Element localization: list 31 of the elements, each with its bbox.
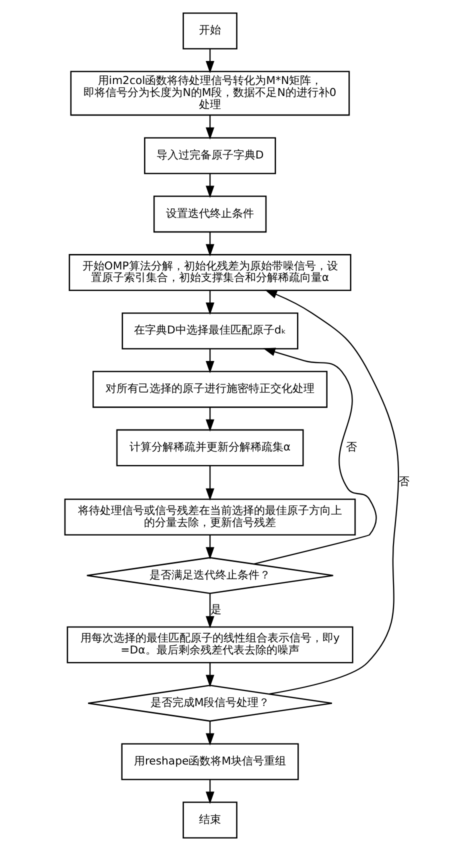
- arrow: [253, 348, 376, 564]
- edge-label: 否: [346, 440, 357, 454]
- arrow: [205, 115, 214, 140]
- arrow: [205, 49, 214, 74]
- node-box: 开始OMP算法分解，初始化残差为原始带噪信号，设置原子索引集合，初始支撑集合和分解稀疏向量α: [68, 254, 351, 291]
- arrow: [264, 290, 398, 695]
- arrow: [205, 290, 214, 315]
- arrow: [205, 174, 214, 198]
- arrow: [205, 594, 214, 628]
- arrow: [205, 780, 214, 804]
- arrow: [205, 407, 214, 432]
- arrow: [205, 535, 214, 560]
- node-box: 用每次选择的最佳匹配原子的线性组合表示信号，即y=Dα。最后剩余残差代表去除的噪声: [66, 626, 353, 664]
- node-box: 计算分解稀疏并更新分解稀疏集α: [116, 429, 304, 466]
- node-box: 将待处理信号或信号残差在当前选择的最佳原子方向上的分量去除，更新信号残差: [64, 498, 356, 536]
- arrow: [205, 662, 214, 688]
- arrow: [205, 348, 214, 374]
- arrow: [205, 466, 214, 501]
- edge-label: 是: [210, 602, 221, 616]
- node-box: 用reshape函数将M块信号重组: [120, 743, 298, 780]
- node-box: 在字典D中选择最佳匹配原子dₖ: [121, 312, 298, 350]
- node-box: 导入过完备原子字典D: [144, 137, 276, 174]
- node-diamond: 是否完成M段信号处理？: [86, 684, 332, 722]
- node-box: 用im2col函数将待处理信号转化为M*N矩阵，即将信号分为长度为N的M段，数据不足N的进行补0处理: [70, 70, 350, 116]
- arrow: [205, 721, 214, 746]
- node-box: 设置迭代终止条件: [152, 196, 266, 233]
- arrow: [205, 232, 214, 256]
- node-box: 开始: [182, 12, 237, 50]
- node-box: 对所有己选择的原子进行施密特正交化处理: [92, 370, 327, 408]
- node-box: 结束: [182, 802, 237, 839]
- node-diamond: 是否满足迭代终止条件？: [86, 557, 334, 594]
